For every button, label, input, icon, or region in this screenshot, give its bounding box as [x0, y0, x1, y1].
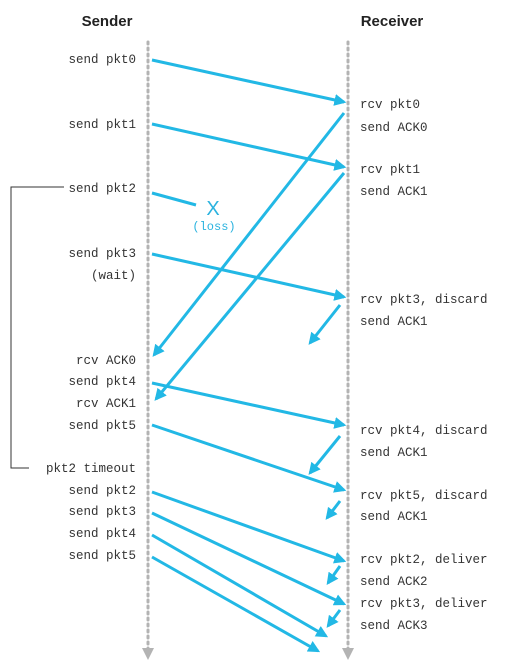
receiver-label-rcv-pkt1: rcv pkt1 [360, 163, 420, 177]
pkt3-resend-arrow [151, 511, 347, 606]
sender-header: Sender [82, 13, 133, 30]
sender-label-pkt2-timeout: pkt2 timeout [46, 462, 136, 476]
pkt5-arrow [151, 423, 347, 493]
sender-label-send-pkt1: send pkt1 [68, 118, 136, 132]
receiver-label-rcv-pkt3-discard: rcv pkt3, discard [360, 293, 488, 307]
receiver-label-send-ack1-c: send ACK1 [360, 510, 428, 524]
sender-label-resend-pkt5: send pkt5 [68, 549, 136, 563]
pkt0-arrow [151, 58, 347, 106]
ack1-short-arrow-b [308, 435, 342, 475]
pkt4-arrow [151, 381, 347, 429]
pkt5-resend-arrow [151, 555, 321, 653]
receiver-header: Receiver [361, 13, 424, 30]
sender-label-send-pkt2: send pkt2 [68, 182, 136, 196]
pkt2-resend-arrow [151, 490, 347, 564]
ack1-short-arrow-a [308, 304, 342, 345]
sender-label-rcv-ack0: rcv ACK0 [76, 354, 136, 368]
sender-label-rcv-ack1: rcv ACK1 [76, 397, 136, 411]
ack1-arrow [154, 172, 346, 401]
sender-label-send-pkt5: send pkt5 [68, 419, 136, 433]
pkt2-lost-arrow [151, 191, 197, 207]
sender-label-resend-pkt4: send pkt4 [68, 527, 136, 541]
receiver-label-rcv-pkt0: rcv pkt0 [360, 98, 420, 112]
sender-label-send-pkt3: send pkt3 [68, 247, 136, 261]
receiver-label-send-ack3: send ACK3 [360, 619, 428, 633]
sender-label-resend-pkt3: send pkt3 [68, 505, 136, 519]
receiver-label-send-ack0: send ACK0 [360, 121, 428, 135]
timeout-bracket [10, 186, 64, 469]
receiver-label-send-ack2: send ACK2 [360, 575, 428, 589]
loss-label: (loss) [192, 220, 235, 234]
ack2-short-arrow [326, 565, 342, 585]
sender-label-wait: (wait) [91, 269, 136, 283]
ack0-arrow [152, 112, 346, 357]
receiver-label-rcv-pkt5-discard: rcv pkt5, discard [360, 489, 488, 503]
receiver-label-send-ack1-a: send ACK1 [360, 315, 428, 329]
receiver-label-rcv-pkt4-discard: rcv pkt4, discard [360, 424, 488, 438]
pkt4-resend-arrow [151, 533, 329, 638]
loss-mark: X [206, 198, 219, 220]
sender-label-send-pkt0: send pkt0 [68, 53, 136, 67]
receiver-label-rcv-pkt2-deliver: rcv pkt2, deliver [360, 553, 488, 567]
ack1-short-arrow-c [325, 500, 342, 520]
receiver-label-send-ack1-b: send ACK1 [360, 446, 428, 460]
receiver-label-send-ack1: send ACK1 [360, 185, 428, 199]
receiver-label-rcv-pkt3-deliver: rcv pkt3, deliver [360, 597, 488, 611]
pkt3-arrow [151, 252, 347, 301]
sender-label-send-pkt4: send pkt4 [68, 375, 136, 389]
ack3-short-arrow [326, 609, 342, 628]
pkt1-arrow [151, 122, 347, 171]
sender-label-resend-pkt2: send pkt2 [68, 484, 136, 498]
